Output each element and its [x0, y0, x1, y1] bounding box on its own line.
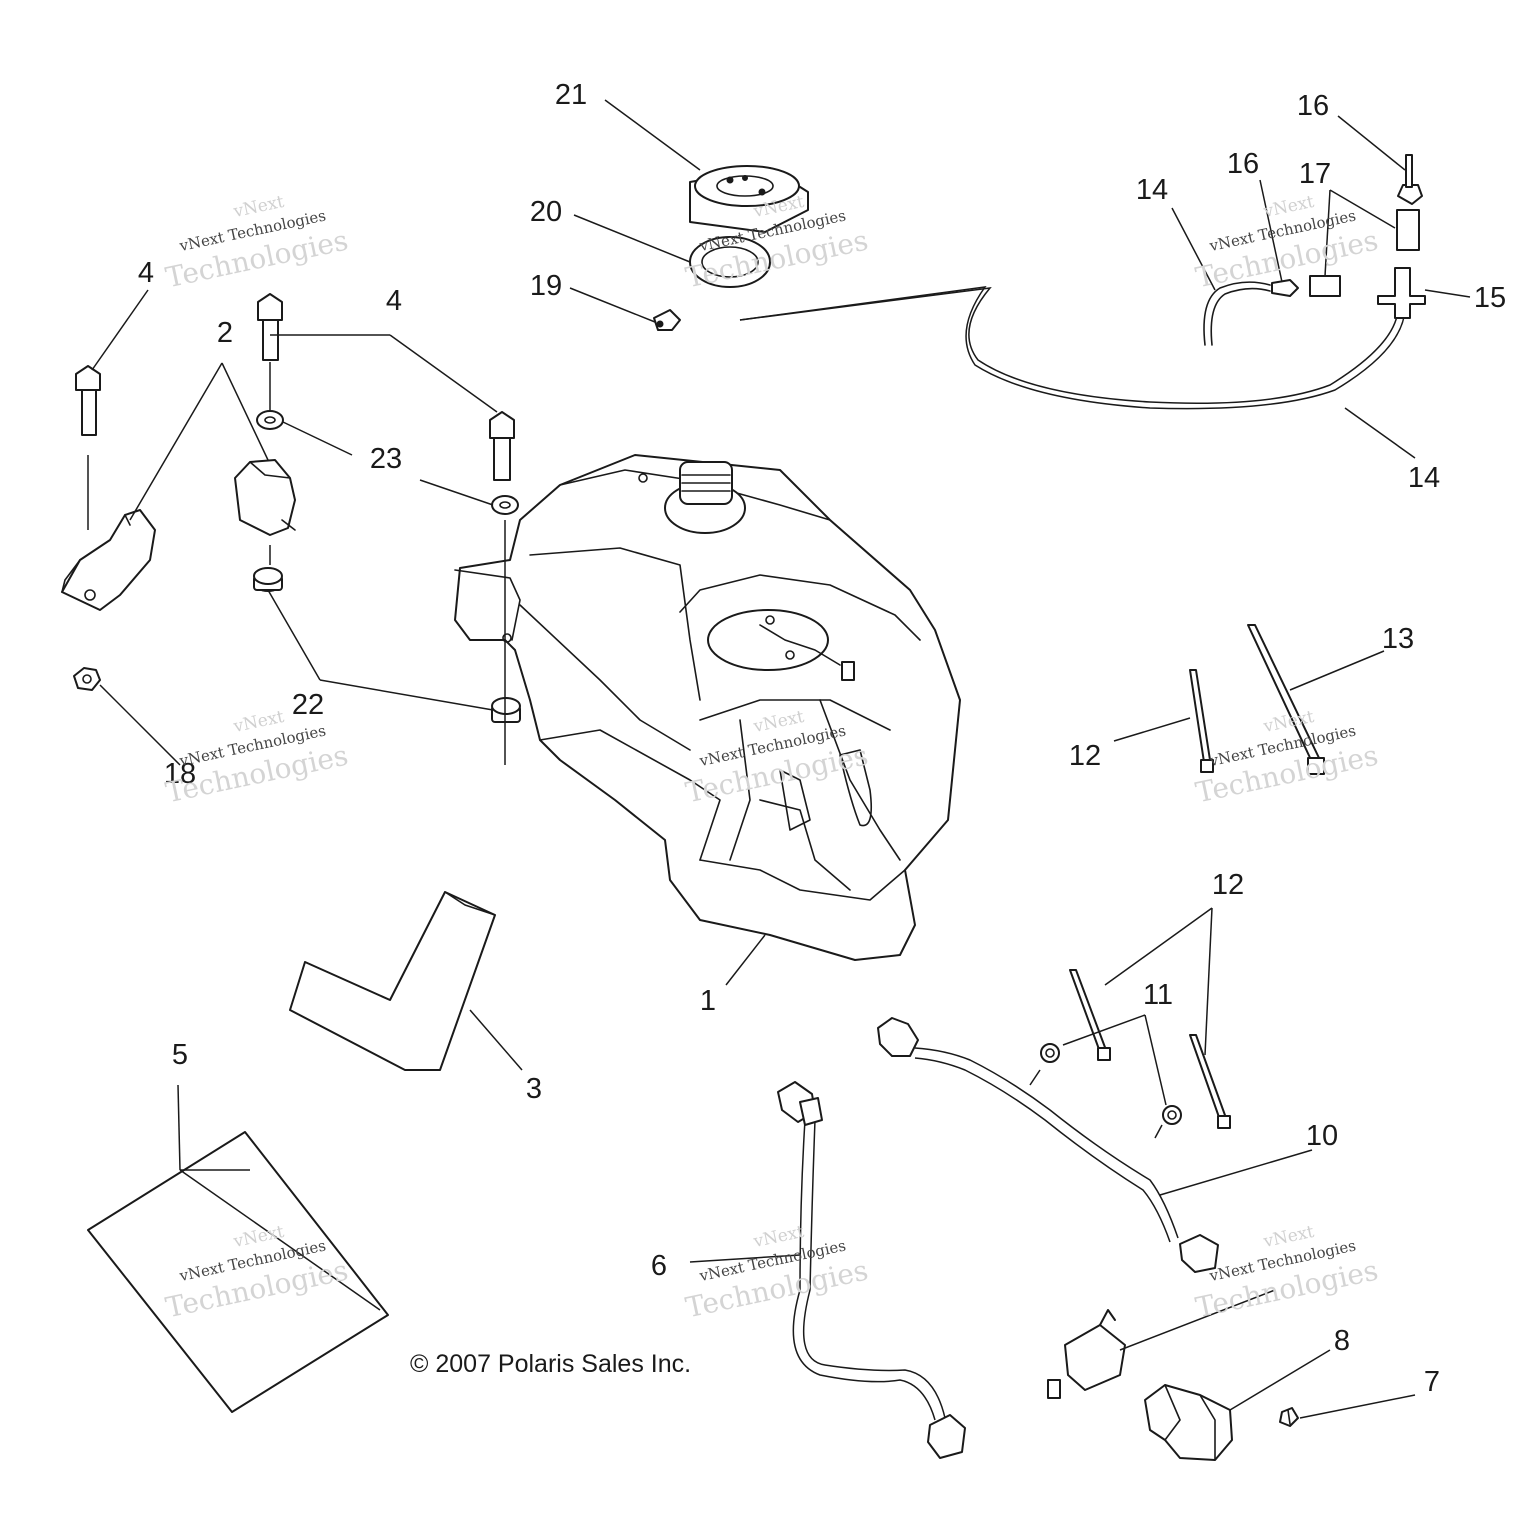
cable-tie-lower-b — [1189, 1034, 1231, 1129]
callout-23: 23 — [370, 443, 402, 475]
fuel-filter — [1047, 1309, 1126, 1399]
callout-16-mid: 16 — [1227, 148, 1259, 180]
callout-16-top: 16 — [1297, 90, 1329, 122]
label-sheet — [87, 1131, 389, 1413]
cable-tie-upper-long — [1247, 624, 1325, 775]
callout-8: 8 — [1334, 1325, 1350, 1357]
grommet-right — [491, 697, 521, 723]
watermark-2: vNext vNext Technologies Technologies — [683, 192, 871, 295]
fuel-cap — [689, 165, 809, 233]
mounting-bracket-left — [61, 509, 156, 611]
leader-lines — [87, 99, 1471, 1419]
callout-20: 20 — [530, 196, 562, 228]
callout-4-right: 4 — [386, 285, 402, 317]
callout-3: 3 — [526, 1073, 542, 1105]
cable-tie-upper-short — [1189, 669, 1214, 773]
fuel-tank — [454, 454, 961, 961]
grommet-left — [253, 567, 283, 592]
callout-19: 19 — [530, 270, 562, 302]
callout-6: 6 — [651, 1250, 667, 1282]
callout-17: 17 — [1299, 158, 1331, 190]
clip-upper — [1040, 1043, 1060, 1063]
callout-14-lower: 14 — [1408, 462, 1440, 494]
callout-labels: 1 2 3 4 4 5 6 7 8 10 11 12 12 13 14 14 1… — [138, 79, 1506, 1398]
filter-bracket — [1144, 1384, 1233, 1461]
callout-2: 2 — [217, 317, 233, 349]
bolt-right — [489, 411, 515, 481]
watermark-8: vNext vNext Technologies Technologies — [683, 1222, 871, 1325]
callout-14-upper: 14 — [1136, 174, 1168, 206]
l-shaped-pad — [289, 891, 496, 1071]
washer-upper-right — [491, 495, 519, 515]
callout-18: 18 — [164, 758, 196, 790]
vent-hose-assembly — [739, 154, 1426, 410]
callout-12-lower: 12 — [1212, 869, 1244, 901]
screw — [1279, 1407, 1299, 1427]
watermark-9: vNext vNext Technologies Technologies — [1193, 1222, 1381, 1325]
watermark-3: vNext vNext Technologies Technologies — [1193, 192, 1381, 295]
callout-1: 1 — [700, 985, 716, 1017]
bolt-left — [75, 365, 101, 436]
washer-upper-left — [256, 410, 284, 430]
mounting-bracket-right — [234, 459, 296, 536]
fuel-line — [777, 1081, 966, 1459]
nut — [73, 667, 101, 691]
cable-tie-lower-a — [1069, 969, 1111, 1061]
fuel-line-10 — [877, 1017, 1219, 1273]
callout-21: 21 — [555, 79, 587, 111]
callout-5: 5 — [172, 1039, 188, 1071]
callout-7: 7 — [1424, 1366, 1440, 1398]
bolt-center — [257, 293, 283, 361]
clip-lower — [1162, 1105, 1182, 1125]
callout-11: 11 — [1143, 979, 1173, 1011]
callout-12-upper: 12 — [1069, 740, 1101, 772]
copyright-notice: © 2007 Polaris Sales Inc. — [410, 1350, 691, 1378]
callout-22: 22 — [292, 689, 324, 721]
watermark-6: vNext vNext Technologies Technologies — [1193, 707, 1381, 810]
callout-13: 13 — [1382, 623, 1414, 655]
watermark-1: vNext vNext Technologies Technologies — [163, 192, 351, 295]
vent-fitting — [653, 309, 681, 331]
watermarks: vNext vNext Technologies Technologies vN… — [163, 192, 1381, 1325]
callout-10: 10 — [1306, 1120, 1338, 1152]
callout-15: 15 — [1474, 282, 1506, 314]
callout-4-left: 4 — [138, 257, 154, 289]
